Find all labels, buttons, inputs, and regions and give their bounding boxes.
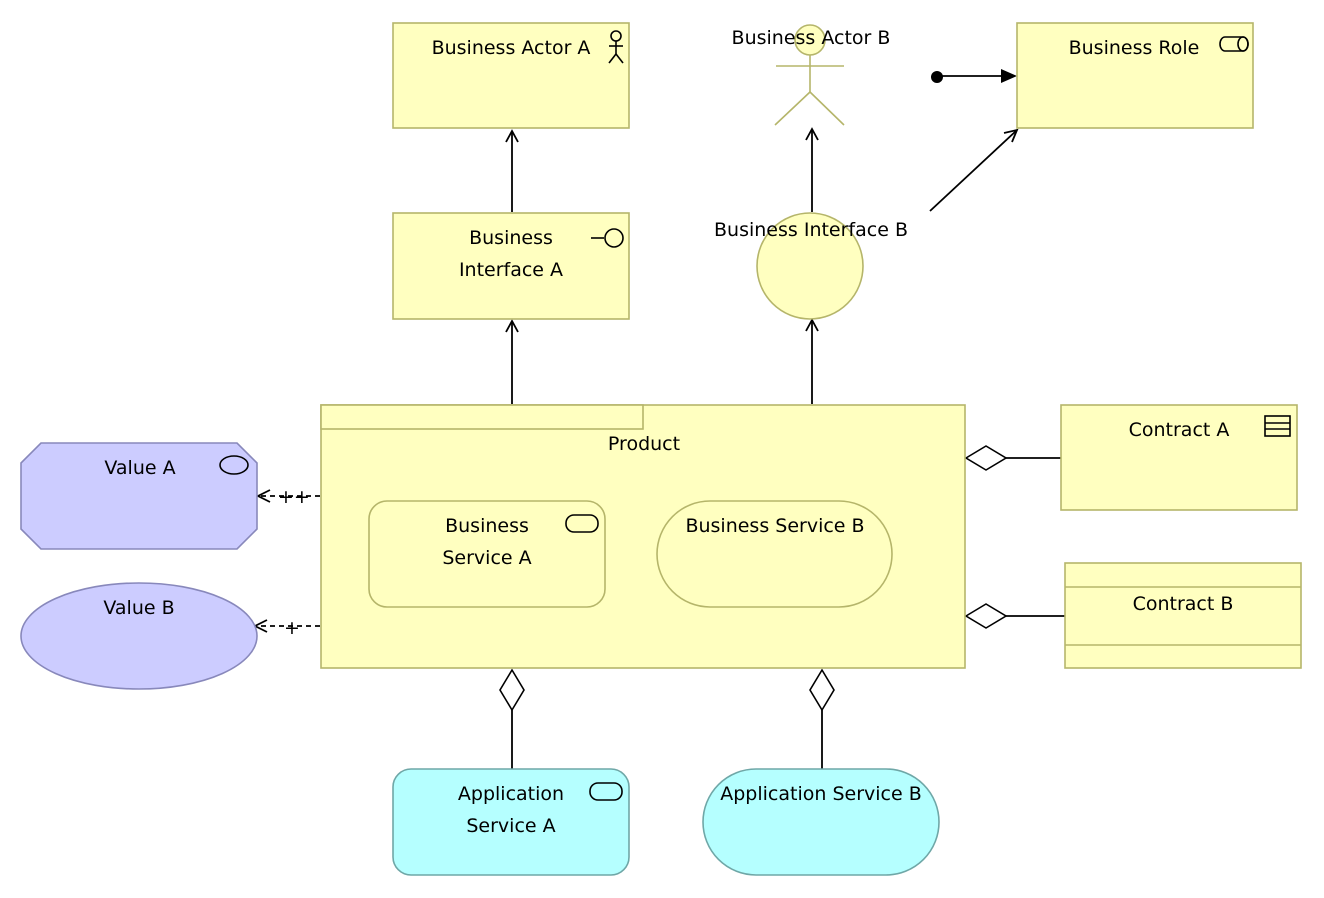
business-interface-a-label-line2: Interface A	[459, 259, 563, 281]
business-actor-a-node[interactable]: Business Actor A	[392, 22, 630, 129]
contract-a-node[interactable]: Contract A	[1060, 404, 1298, 511]
serving-edge-interface-b-to-role[interactable]	[929, 128, 1019, 212]
actor-icon	[608, 30, 624, 64]
value-b-node[interactable]: Value B	[20, 582, 258, 690]
role-icon	[1219, 36, 1249, 52]
assignment-edge-to-role[interactable]	[931, 69, 1017, 83]
influence-edge-product-to-value-a[interactable]: ++	[255, 486, 320, 508]
business-interface-b-node[interactable]: Business Interface B	[714, 212, 908, 320]
aggregation-edge-product-contract-b[interactable]	[964, 603, 1065, 629]
business-role-label: Business Role	[1069, 37, 1200, 59]
value-a-node[interactable]: Value A	[20, 442, 258, 550]
service-icon	[589, 782, 623, 801]
interface-icon	[591, 228, 624, 248]
contract-a-label: Contract A	[1129, 419, 1230, 441]
business-service-b-label: Business Service B	[685, 515, 864, 537]
serving-edge-product-to-interface-a[interactable]	[505, 319, 519, 404]
contract-icon	[1264, 415, 1291, 437]
business-role-node[interactable]: Business Role	[1016, 22, 1254, 129]
connections: ++ +	[252, 69, 1065, 769]
application-service-b-label: Application Service B	[720, 783, 922, 805]
service-icon	[565, 514, 599, 533]
serving-edge-product-to-interface-b[interactable]	[805, 318, 819, 404]
product-node[interactable]: Product Business Service A Business Serv…	[320, 404, 966, 669]
value-b-label: Value B	[103, 597, 174, 619]
value-a-label: Value A	[104, 457, 175, 479]
value-icon	[219, 455, 249, 475]
aggregation-edge-product-app-service-b[interactable]	[809, 668, 835, 769]
contract-b-label: Contract B	[1133, 593, 1234, 615]
business-interface-a-label-line1: Business	[469, 227, 553, 249]
business-interface-a-node[interactable]: Business Interface A	[392, 212, 630, 320]
serving-edge-interface-b-to-actor-b[interactable]	[805, 127, 819, 212]
business-service-b-node[interactable]: Business Service B	[656, 500, 893, 608]
influence-edge-product-to-value-b[interactable]: +	[252, 617, 320, 639]
application-service-a-node[interactable]: Application Service A	[392, 768, 630, 876]
influence-label-value-a: ++	[278, 486, 310, 508]
influence-label-value-b: +	[284, 617, 300, 639]
business-service-a-label-line1: Business	[445, 515, 529, 537]
aggregation-edge-product-app-service-a[interactable]	[499, 668, 525, 769]
business-actor-b-node[interactable]: Business Actor B	[732, 24, 891, 126]
business-service-a-label-line2: Service A	[442, 547, 531, 569]
application-service-a-label-line2: Service A	[466, 815, 555, 837]
contract-b-node[interactable]: Contract B	[1064, 562, 1302, 669]
aggregation-edge-product-contract-a[interactable]	[964, 445, 1061, 471]
business-actor-a-label: Business Actor A	[432, 37, 591, 59]
business-service-a-node[interactable]: Business Service A	[368, 500, 606, 608]
product-label: Product	[608, 433, 680, 455]
business-interface-b-label: Business Interface B	[714, 219, 908, 241]
business-actor-b-label: Business Actor B	[732, 27, 891, 49]
serving-edge-interface-a-to-actor-a[interactable]	[505, 129, 519, 212]
application-service-b-node[interactable]: Application Service B	[702, 768, 940, 876]
application-service-a-label-line1: Application	[458, 783, 564, 805]
actor-figure	[774, 24, 845, 126]
